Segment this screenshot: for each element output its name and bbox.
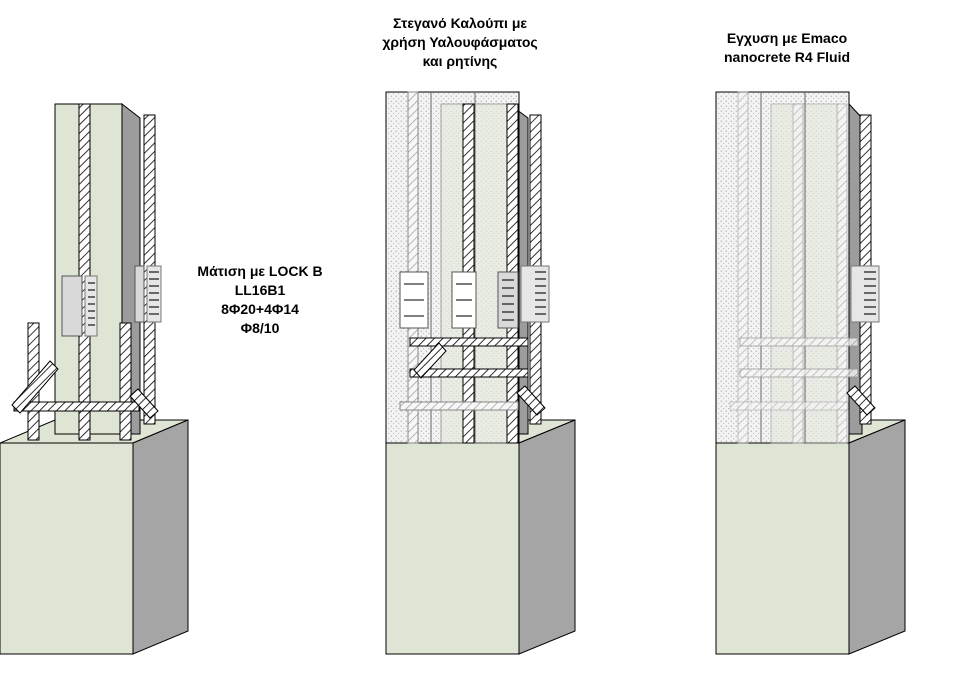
- stirrup-hook: [129, 388, 159, 419]
- panel-rebar: [0, 102, 189, 655]
- stirrup-hook: [11, 360, 59, 414]
- base-block-side: [132, 419, 189, 655]
- panel-grout: [715, 91, 906, 655]
- stirrup-bar: [729, 401, 849, 411]
- base-block-front: [0, 442, 134, 655]
- formwork-caption: Στεγανό Καλούπι με χρήση Υαλουφάσματος κ…: [380, 14, 540, 71]
- rebar-vertical: [407, 91, 419, 444]
- formwork-caption-line-3: και ρητίνης: [422, 53, 498, 69]
- base-block-front: [385, 442, 520, 655]
- rebar-vertical: [792, 103, 804, 444]
- coupler-lock-b: [497, 271, 519, 329]
- coupler-lock-b: [451, 271, 477, 329]
- base-block-front: [715, 442, 850, 655]
- base-block-side: [518, 419, 576, 655]
- rebar-vertical: [78, 103, 91, 441]
- stirrup-hook: [516, 385, 546, 416]
- stirrup-bar: [739, 368, 859, 378]
- panel-formwork: [385, 91, 576, 655]
- stirrup-bar: [399, 401, 519, 411]
- grout-caption-line-2: nanocrete R4 Fluid: [723, 49, 851, 65]
- stirrup-bar: [409, 337, 529, 347]
- coupler-lock-b: [134, 265, 162, 323]
- splice-note-line-2: LL16B1: [234, 282, 286, 298]
- splice-note-line-3: 8Φ20+4Φ14: [221, 301, 299, 317]
- stirrup-bar: [13, 401, 140, 412]
- coupler-lock-b: [520, 265, 550, 323]
- rebar-vertical: [119, 322, 132, 441]
- rebar-vertical: [836, 103, 848, 444]
- coupler-lock-b: [399, 271, 429, 329]
- splice-note-line-4: Φ8/10: [240, 320, 280, 336]
- stirrup-hook: [846, 385, 876, 416]
- rebar-vertical: [737, 91, 749, 444]
- stirrup-bar: [739, 337, 859, 347]
- splice-note-line-1: Μάτιση με LOCK B: [197, 263, 323, 279]
- stirrup-bar: [409, 368, 529, 378]
- grout-caption-line-1: Εγχυση με Emaco: [726, 30, 848, 46]
- base-block-side: [848, 419, 906, 655]
- splice-note: Μάτιση με LOCK B LL16B1 8Φ20+4Φ14 Φ8/10: [190, 262, 330, 338]
- coupler-lock-b: [850, 265, 880, 323]
- formwork-caption-line-1: Στεγανό Καλούπι με: [392, 15, 528, 31]
- coupler-lock-b: [61, 275, 98, 337]
- grout-caption: Εγχυση με Emaco nanocrete R4 Fluid: [712, 29, 862, 67]
- formwork-caption-line-2: χρήση Υαλουφάσματος: [382, 34, 538, 50]
- stirrup-hook: [413, 342, 447, 379]
